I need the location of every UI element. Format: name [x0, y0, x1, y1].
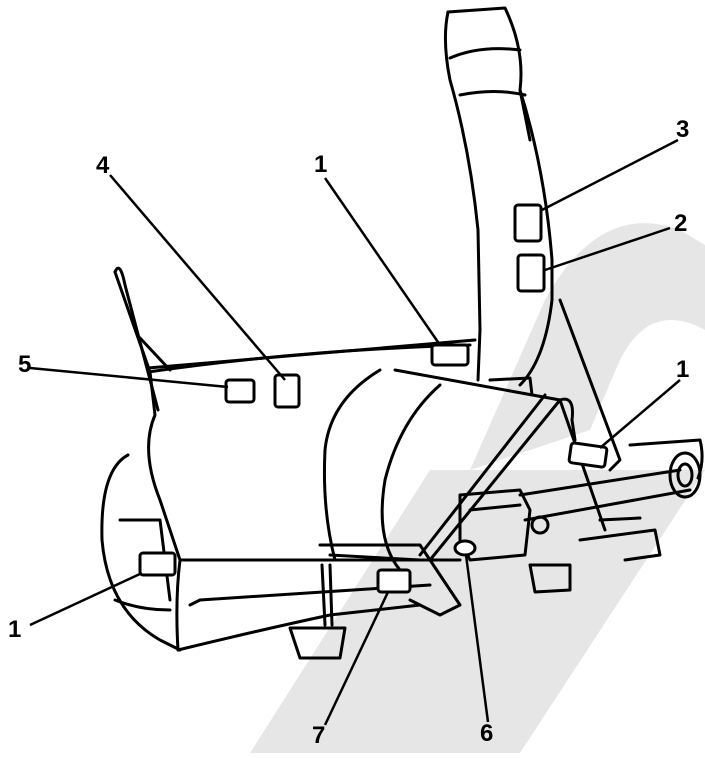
pto-driveline [518, 468, 682, 497]
decals [138, 203, 609, 594]
decal-1-left [138, 551, 177, 577]
callout-3: 3 [676, 116, 690, 143]
gearbox [458, 488, 532, 562]
decal-5 [224, 378, 256, 404]
decal-6 [453, 539, 477, 557]
callout-4: 4 [96, 152, 110, 179]
decal-2 [516, 253, 546, 293]
stand-leg [320, 563, 327, 627]
leader-lines [29, 138, 681, 726]
auger-drum [322, 368, 382, 562]
callout-2: 2 [674, 210, 688, 237]
decal-1-right [567, 441, 609, 469]
decal-7 [376, 568, 412, 594]
callout-1-left: 1 [8, 616, 22, 643]
decal-4 [273, 373, 301, 409]
callout-1-top: 1 [314, 151, 328, 178]
skid-shoe [100, 453, 182, 652]
decal-1-top [430, 343, 470, 367]
callout-6: 6 [480, 720, 494, 747]
callout-5: 5 [18, 351, 32, 378]
snowblower-body [100, 6, 704, 660]
watermark-logo [250, 223, 705, 753]
left-side-panel [113, 270, 182, 652]
callout-1-right: 1 [676, 356, 690, 383]
callout-7: 7 [312, 722, 326, 749]
decal-3 [513, 203, 543, 243]
